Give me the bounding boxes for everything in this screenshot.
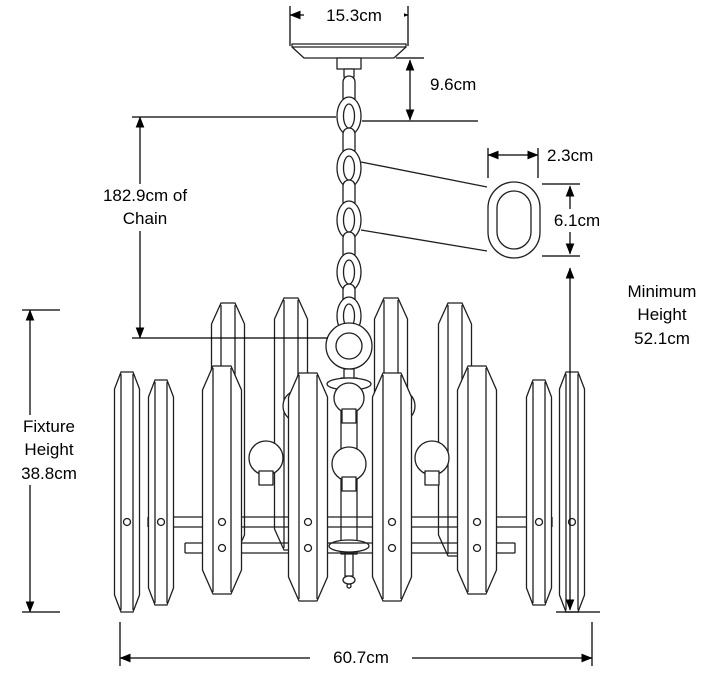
fixture-body-drawing (113, 297, 586, 613)
link-height-dimension-label: 6.1cm (541, 209, 613, 233)
canopy-width-dimension-label: 15.3cm (304, 4, 404, 28)
link-width-dimension-label: 2.3cm (547, 146, 594, 165)
minimum-height-dimension-label: Minimum Height 52.1cm (627, 282, 697, 348)
chain-length-dimension-label: 182.9cm of Chain (72, 184, 218, 231)
ceiling-canopy-drawing (291, 43, 407, 78)
canopy-drop-dimension-label: 9.6cm (430, 75, 477, 94)
hanging-chain-drawing (325, 75, 373, 370)
chain-link-detail-drawing (360, 161, 541, 259)
fixture-width-dimension-label: 60.7cm (310, 646, 412, 670)
fixture-height-dimension-label: Fixture Height 38.8cm (0, 415, 98, 486)
